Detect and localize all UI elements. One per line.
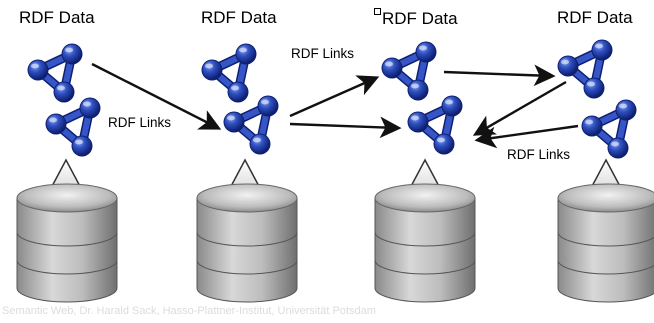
arrow-node4-to-node3-diagonal (472, 80, 567, 136)
arrow-node4-to-node3-lower (474, 124, 579, 149)
rdf-link-arrows (91, 62, 579, 149)
database-icon (374, 183, 476, 303)
database-icon (16, 183, 118, 303)
node-title-text: RDF Data (382, 9, 458, 28)
database-icon (196, 183, 298, 303)
arrow-node2-to-node3-upper (289, 75, 380, 118)
arrow-node2-to-node3-lower (289, 116, 402, 139)
link-label: RDF Links (291, 46, 355, 61)
small-square-icon (374, 8, 381, 15)
database-icon (557, 183, 654, 303)
link-label: RDF Links (507, 147, 571, 162)
node-title: RDF Data (557, 8, 633, 27)
link-label: RDF Links (108, 115, 172, 130)
rdf-graph-icon (581, 99, 637, 159)
footer-credit: Semantic Web, Dr. Harald Sack, Hasso-Pla… (2, 305, 376, 317)
arrow-node3-to-node4 (443, 64, 556, 87)
rdf-graph-icon (557, 39, 613, 99)
node-title: RDF Data (374, 8, 458, 29)
rdf-graph-icon (27, 43, 83, 103)
node-title: RDF Data (19, 8, 95, 27)
arrow-node1-to-node2 (91, 62, 222, 130)
rdf-graph-icon (223, 95, 279, 155)
rdf-graph-icon (201, 43, 257, 103)
rdf-graph-icon (381, 41, 437, 101)
rdf-graph-icon (407, 95, 463, 155)
node-title: RDF Data (201, 8, 277, 27)
rdf-graph-icon (45, 97, 101, 157)
